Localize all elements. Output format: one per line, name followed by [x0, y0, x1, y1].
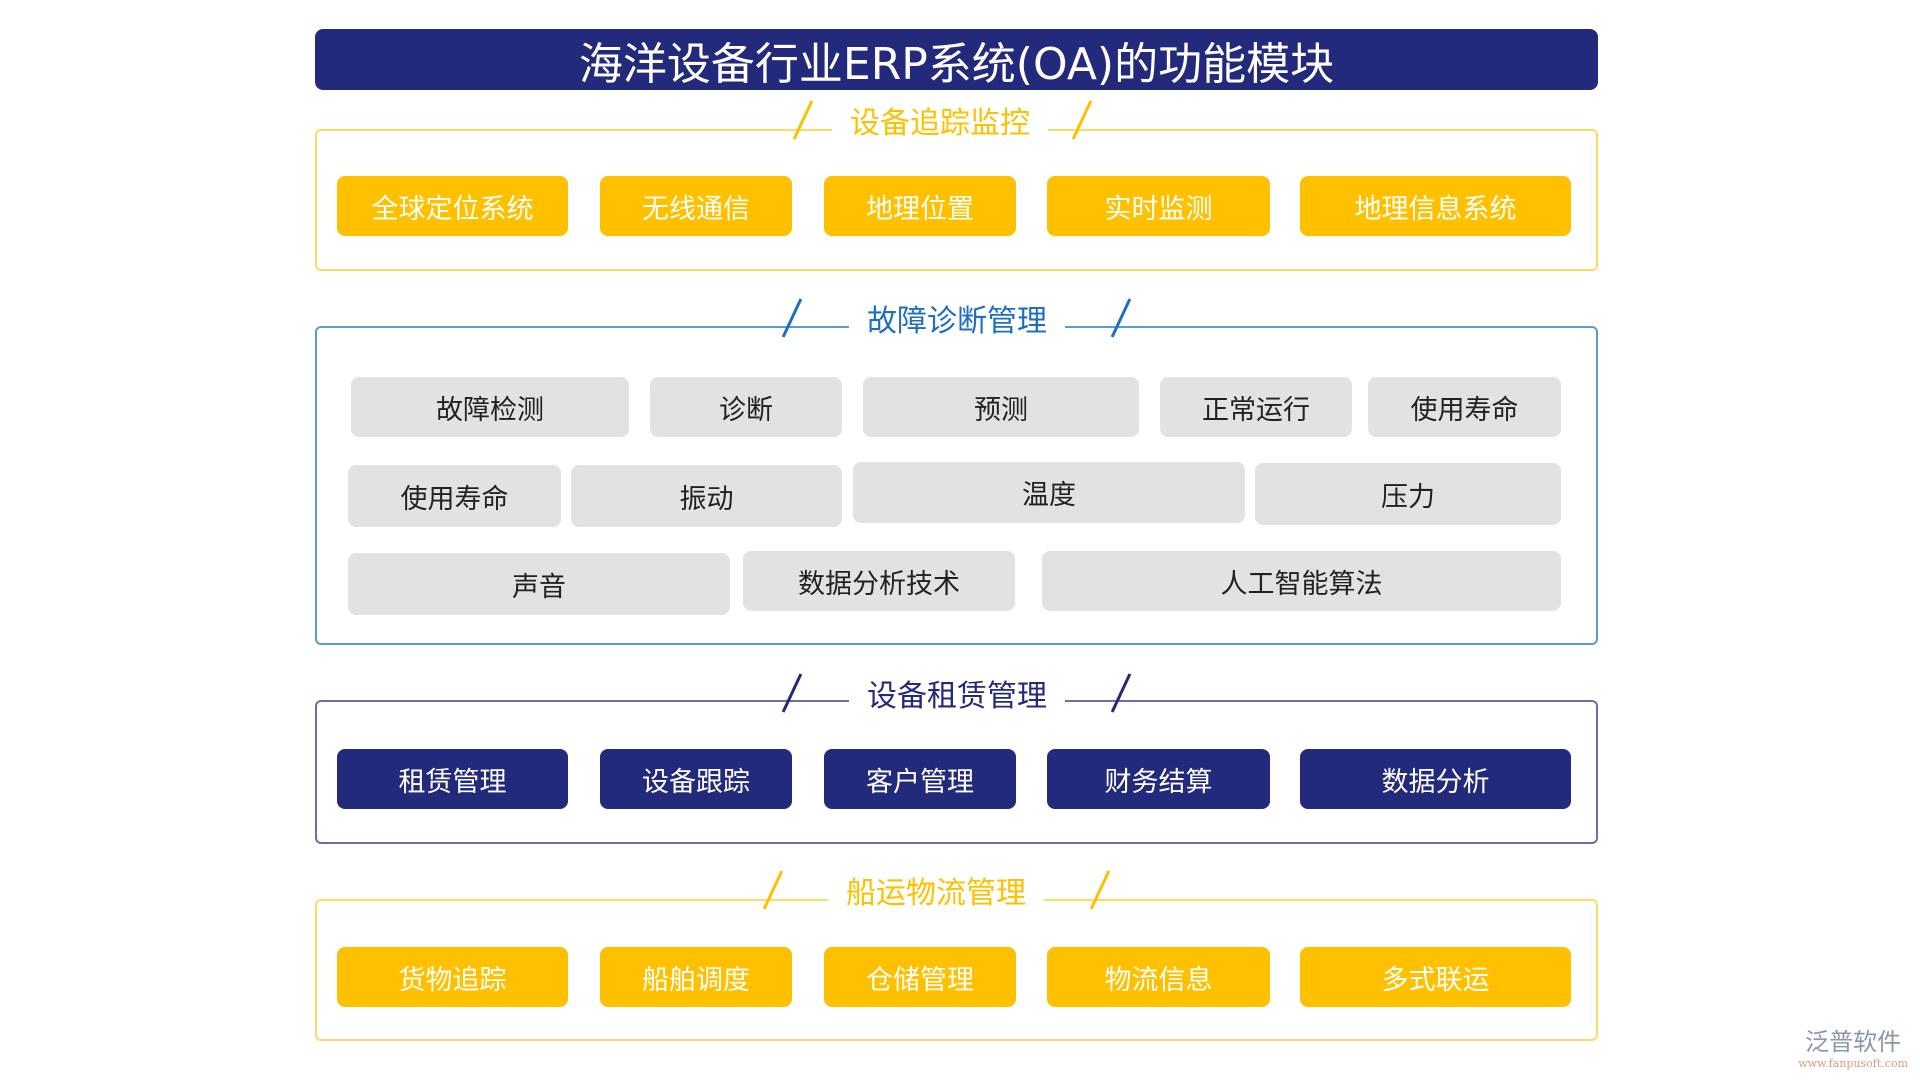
section-title: 故障诊断管理 [849, 296, 1065, 340]
module-button[interactable]: 温度 [853, 462, 1245, 523]
module-button[interactable]: 数据分析技术 [743, 551, 1015, 611]
module-button[interactable]: 货物追踪 [337, 947, 568, 1007]
module-button[interactable]: 人工智能算法 [1042, 551, 1561, 611]
module-button[interactable]: 客户管理 [824, 749, 1016, 809]
module-button[interactable]: 振动 [571, 465, 842, 527]
module-button[interactable]: 财务结算 [1047, 749, 1270, 809]
module-button[interactable]: 数据分析 [1300, 749, 1571, 809]
module-button[interactable]: 诊断 [650, 377, 842, 437]
module-button[interactable]: 预测 [863, 377, 1139, 437]
module-button[interactable]: 使用寿命 [1368, 377, 1561, 437]
module-button[interactable]: 正常运行 [1160, 377, 1352, 437]
module-button[interactable]: 无线通信 [600, 176, 792, 236]
module-button[interactable]: 船舶调度 [600, 947, 792, 1007]
module-button[interactable]: 全球定位系统 [337, 176, 568, 236]
module-button[interactable]: 物流信息 [1047, 947, 1270, 1007]
logo-name: 泛普软件 [1805, 1028, 1902, 1056]
module-button[interactable]: 压力 [1255, 463, 1561, 525]
section-title: 设备租赁管理 [849, 671, 1065, 715]
section-title: 设备追踪监控 [832, 98, 1048, 142]
module-button[interactable]: 仓储管理 [824, 947, 1016, 1007]
section-title: 船运物流管理 [828, 868, 1044, 912]
module-button[interactable]: 声音 [348, 553, 730, 615]
module-button[interactable]: 使用寿命 [348, 465, 561, 527]
module-button[interactable]: 地理位置 [824, 176, 1016, 236]
module-button[interactable]: 设备跟踪 [600, 749, 792, 809]
module-button[interactable]: 地理信息系统 [1300, 176, 1571, 236]
module-button[interactable]: 故障检测 [351, 377, 629, 437]
logo-url: www.fanpusoft.com [1798, 1057, 1908, 1070]
module-button[interactable]: 多式联运 [1300, 947, 1571, 1007]
module-button[interactable]: 租赁管理 [337, 749, 568, 809]
module-button[interactable]: 实时监测 [1047, 176, 1270, 236]
page-title: 海洋设备行业ERP系统(OA)的功能模块 [315, 29, 1598, 90]
fanpu-logo: 泛普软件 www.fanpusoft.com [1798, 1022, 1908, 1070]
